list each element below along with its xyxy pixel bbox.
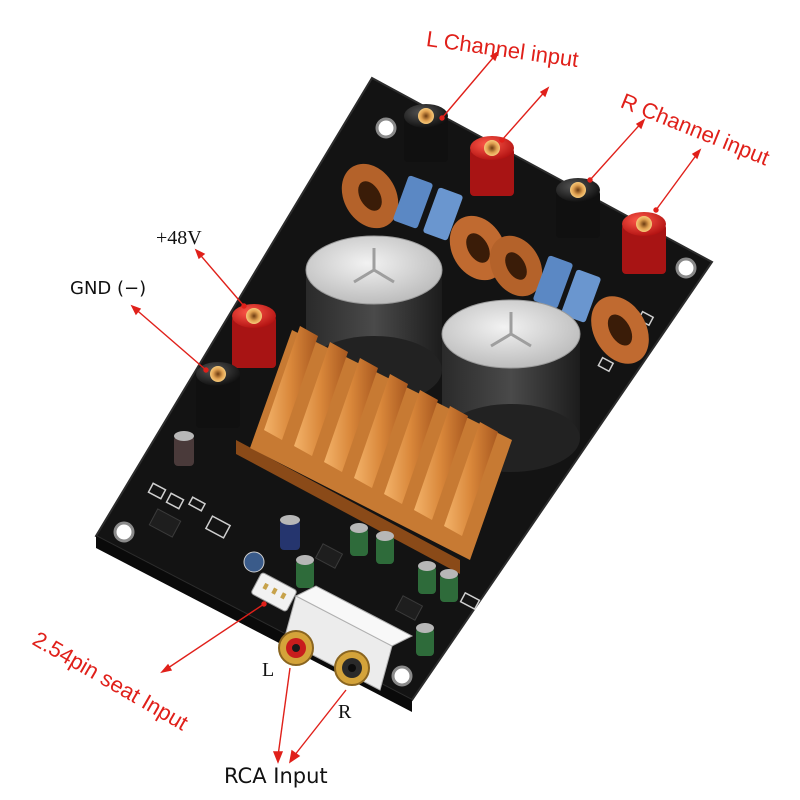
- rca-jack-l: [278, 630, 314, 666]
- arrow-pin-seat: [160, 601, 267, 674]
- rca-l-label: L: [262, 659, 275, 681]
- gnd-black-terminal: [196, 362, 240, 428]
- gnd-label: GND (−): [70, 278, 147, 299]
- arrow-gnd: [130, 304, 209, 373]
- pcb-board-edge: [96, 536, 412, 712]
- mount-hole: [113, 521, 135, 543]
- rca-r-label: R: [338, 701, 352, 723]
- arrow-plus48v: [194, 248, 247, 309]
- ic-chip: [148, 508, 182, 538]
- inductor: [341, 163, 399, 229]
- l-channel-black-terminal: [404, 104, 448, 162]
- plus48v-label: +48V: [156, 227, 202, 249]
- r-channel-red-terminal: [622, 212, 666, 274]
- rca-jack-r: [334, 650, 370, 686]
- pin-header-connector: [251, 572, 297, 612]
- arrow-l-channel-red: [499, 86, 550, 143]
- mount-hole: [391, 665, 413, 687]
- arrow-rca-r: [289, 689, 347, 764]
- arrow-r-channel-red: [653, 148, 702, 213]
- inductor: [489, 235, 543, 297]
- arrow-l-channel-black: [439, 50, 500, 121]
- ic-chip: [314, 543, 344, 569]
- arrow-r-channel-black: [587, 118, 646, 183]
- arrow-rca-l: [272, 667, 291, 764]
- inductor: [591, 296, 649, 364]
- mount-hole: [375, 117, 397, 139]
- film-capacitors: [393, 175, 601, 323]
- heatsink: [236, 326, 512, 574]
- r-channel-black-terminal: [556, 178, 600, 238]
- rca-input-label: RCA Input: [224, 764, 328, 788]
- ic-chip: [394, 595, 424, 621]
- l-channel-red-terminal: [470, 136, 514, 196]
- plus48v-red-terminal: [232, 304, 276, 368]
- mount-hole: [675, 257, 697, 279]
- small-capacitors: [174, 431, 458, 656]
